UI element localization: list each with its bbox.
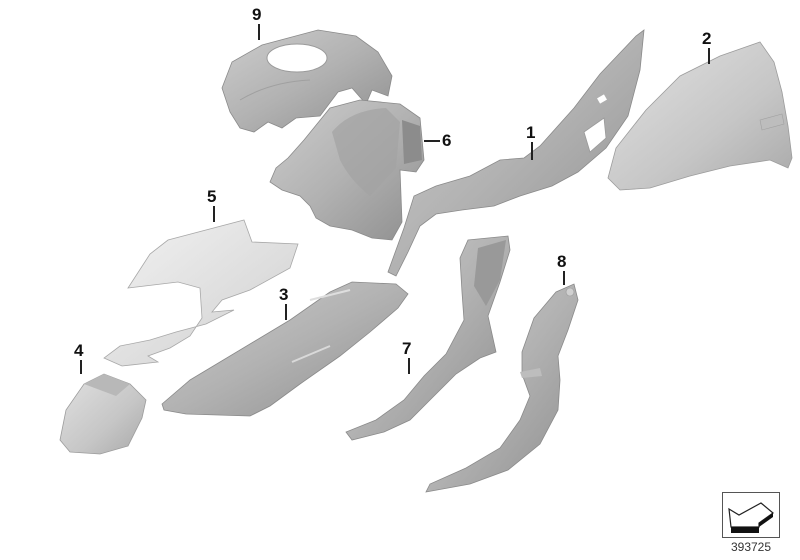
callout-9[interactable]: 9	[252, 5, 262, 24]
callout-7[interactable]: 7	[402, 339, 412, 358]
callout-1[interactable]: 1	[526, 123, 536, 142]
leader-line-2	[708, 48, 710, 64]
callout-5[interactable]: 5	[207, 187, 217, 206]
callout-4[interactable]: 4	[74, 341, 84, 360]
part-2-side-cover[interactable]	[607, 41, 793, 191]
leader-line-5	[213, 206, 215, 222]
part-7-inner-trim[interactable]	[345, 235, 511, 441]
part-6-side-panel[interactable]	[269, 99, 425, 241]
reference-number: 393725	[730, 540, 772, 554]
callout-2[interactable]: 2	[702, 29, 712, 48]
arrow-direction-icon	[728, 502, 774, 533]
leader-line-3	[285, 304, 287, 320]
callout-8[interactable]: 8	[557, 252, 567, 271]
part-5-upper-trim[interactable]	[103, 219, 299, 367]
callout-6[interactable]: 6	[442, 131, 452, 150]
leader-line-7	[408, 358, 410, 374]
leader-line-9	[258, 24, 260, 40]
part-3-lower-panel[interactable]	[161, 281, 409, 417]
leader-line-4	[80, 360, 82, 374]
leader-line-1	[531, 142, 533, 160]
part-9-tank-cover[interactable]	[221, 29, 393, 133]
part-1-side-trim[interactable]	[387, 29, 645, 277]
callout-3[interactable]: 3	[279, 285, 289, 304]
part-8-lower-trim[interactable]	[425, 283, 579, 493]
leader-line-8	[563, 271, 565, 285]
part-4-front-cover[interactable]	[59, 373, 147, 455]
orientation-box	[722, 492, 780, 538]
leader-line-6	[424, 140, 440, 142]
